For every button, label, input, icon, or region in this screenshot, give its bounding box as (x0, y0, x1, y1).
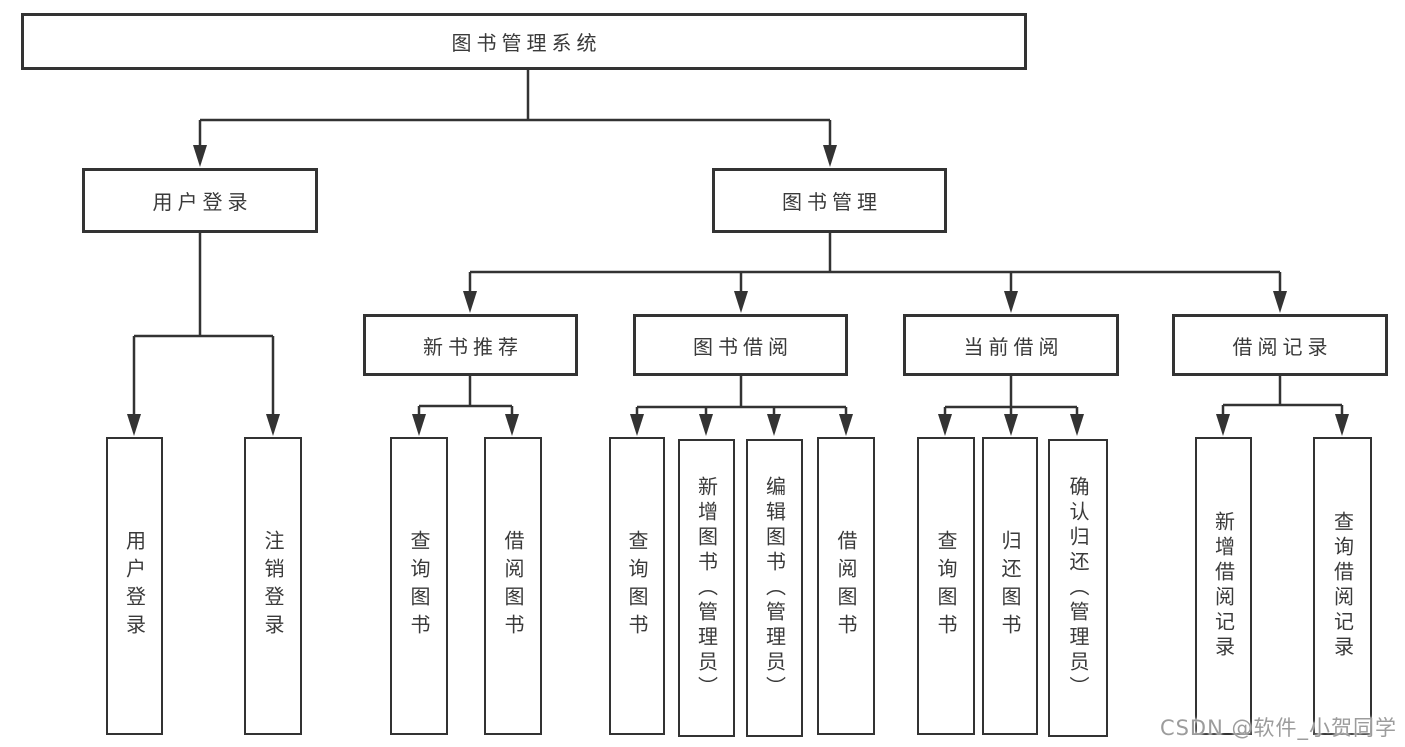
leaf-recommend-borrow-book-label: 借阅图书 (501, 530, 525, 642)
arrowheads (127, 145, 1349, 436)
leaf-current-query-book-label: 查询图书 (934, 530, 958, 642)
node-book-management: 图书管理 (712, 168, 947, 233)
node-book-borrow-label: 图书借阅 (693, 334, 793, 359)
node-root-label: 图书管理系统 (451, 31, 602, 55)
leaf-edit-book-admin: 编辑图书（管理员） (746, 439, 803, 737)
node-current-borrow-label: 当前借阅 (963, 334, 1064, 359)
leaf-borrow-query-book: 查询图书 (609, 437, 665, 735)
leaf-logout: 注销登录 (244, 437, 302, 735)
csdn-watermark: CSDN @软件_小贺同学 (1159, 716, 1397, 740)
leaf-add-borrow-record-label: 新增借阅记录 (1211, 511, 1236, 661)
node-user-login-label: 用户登录 (152, 190, 253, 214)
leaf-add-book-admin-label: 新增图书（管理员） (694, 475, 719, 701)
leaf-borrow-borrow-book-label: 借阅图书 (834, 530, 858, 642)
leaf-borrow-query-book-label: 查询图书 (625, 530, 649, 642)
leaf-edit-book-admin-label: 编辑图书（管理员） (762, 475, 787, 701)
node-borrow-record-label: 借阅记录 (1232, 334, 1333, 359)
leaf-current-query-book: 查询图书 (917, 437, 975, 735)
leaf-borrow-borrow-book: 借阅图书 (817, 437, 875, 735)
leaf-user-login-label: 用户登录 (122, 530, 147, 642)
leaf-confirm-return-admin-label: 确认归还（管理员） (1066, 475, 1090, 701)
leaf-user-login: 用户登录 (106, 437, 163, 735)
leaf-logout-label: 注销登录 (261, 530, 285, 642)
node-book-management-label: 图书管理 (782, 190, 882, 214)
node-user-login: 用户登录 (82, 168, 318, 233)
leaf-return-book-label: 归还图书 (998, 530, 1022, 642)
node-new-book-recommend: 新书推荐 (363, 314, 578, 376)
node-borrow-record: 借阅记录 (1172, 314, 1388, 376)
node-new-book-recommend-label: 新书推荐 (423, 334, 523, 359)
leaf-recommend-query-book: 查询图书 (390, 437, 448, 735)
node-book-borrow: 图书借阅 (633, 314, 848, 376)
leaf-confirm-return-admin: 确认归还（管理员） (1048, 439, 1108, 737)
leaf-recommend-borrow-book: 借阅图书 (484, 437, 542, 735)
leaf-return-book: 归还图书 (982, 437, 1038, 735)
leaf-query-borrow-record-label: 查询借阅记录 (1330, 511, 1355, 661)
leaf-query-borrow-record: 查询借阅记录 (1313, 437, 1372, 735)
node-root: 图书管理系统 (21, 13, 1027, 70)
leaf-recommend-query-book-label: 查询图书 (407, 530, 431, 642)
leaf-add-borrow-record: 新增借阅记录 (1195, 437, 1252, 735)
node-current-borrow: 当前借阅 (903, 314, 1119, 376)
leaf-add-book-admin: 新增图书（管理员） (678, 439, 735, 737)
